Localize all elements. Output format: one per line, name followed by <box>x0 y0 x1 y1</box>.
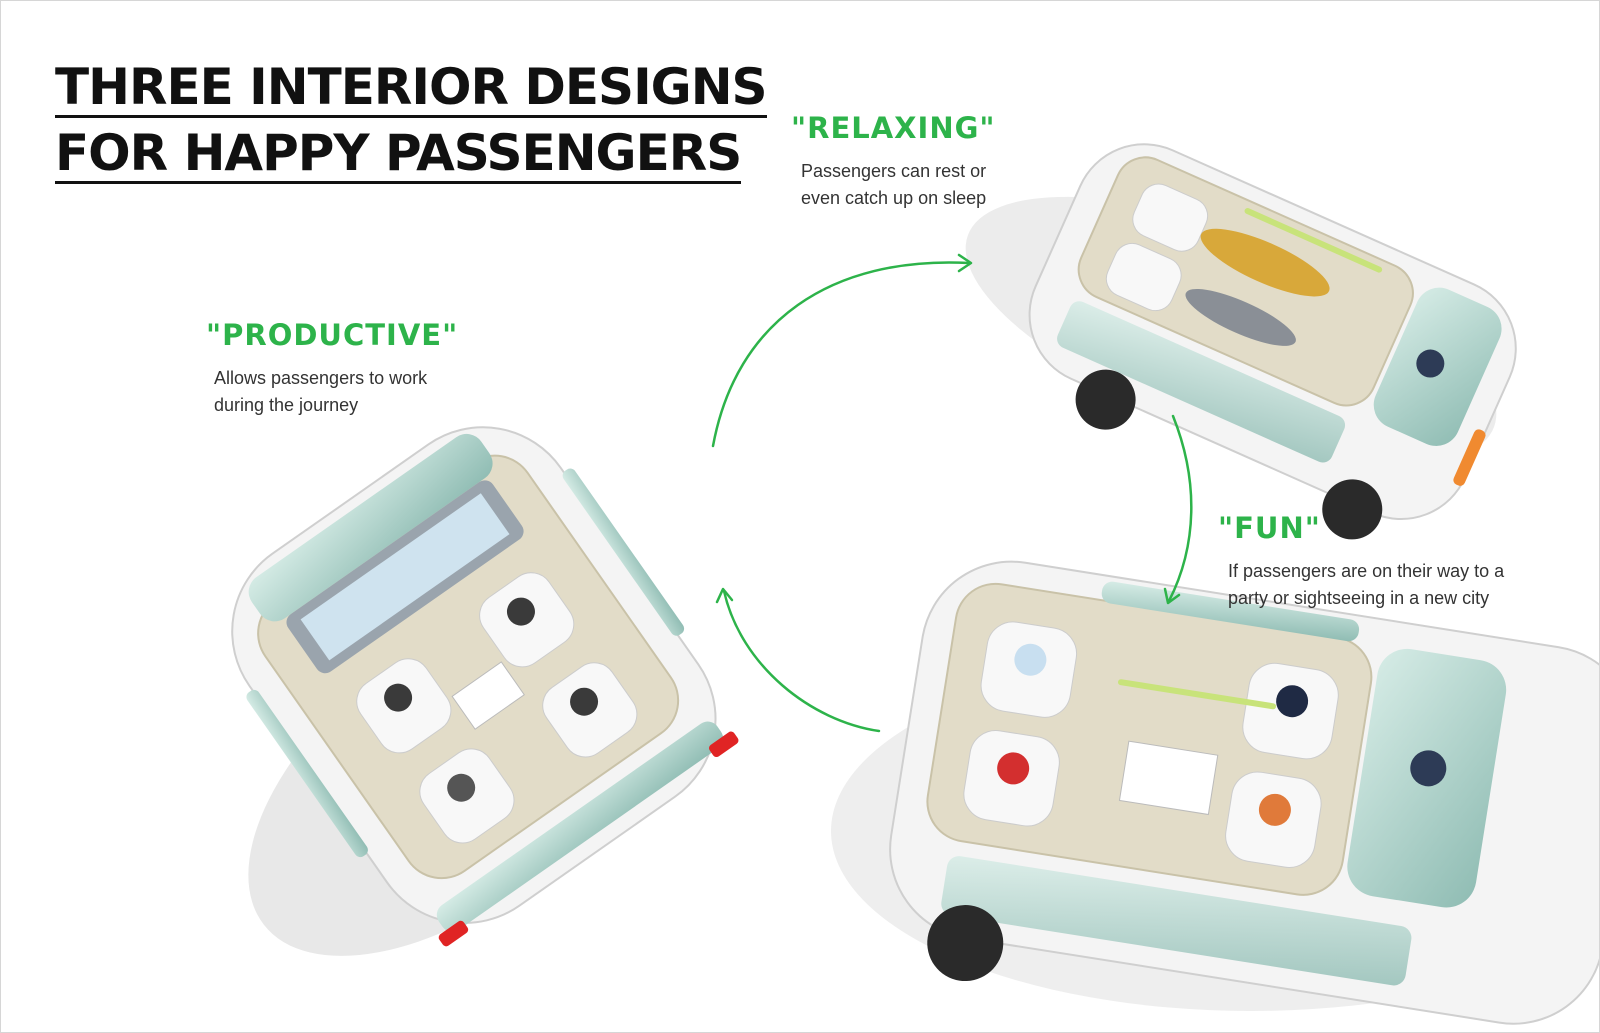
mode-heading-fun: "FUN" <box>1218 511 1321 545</box>
arrow-productive-to-relaxing <box>711 253 973 448</box>
arrow-fun-to-productive <box>715 587 881 733</box>
car-interior-productive <box>231 426 739 956</box>
mode-heading-relaxing: "RELAXING" <box>791 111 996 145</box>
car-interior-relaxing <box>965 143 1517 540</box>
title-line-1: THREE INTERIOR DESIGNS <box>55 58 768 118</box>
mode-heading-productive: "PRODUCTIVE" <box>206 318 459 352</box>
mode-description-productive: Allows passengers to work during the jou… <box>214 365 427 419</box>
title-line-2: FOR HAPPY PASSENGERS <box>55 124 742 184</box>
mode-description-fun: If passengers are on their way to a part… <box>1228 558 1504 612</box>
description-line: Passengers can rest or <box>801 161 987 181</box>
description-line: even catch up on sleep <box>801 188 987 208</box>
car-interior-fun <box>831 560 1599 1025</box>
description-line: party or sightseeing in a new city <box>1228 588 1490 608</box>
description-line: If passengers are on their way to a <box>1228 561 1505 581</box>
description-line: during the journey <box>214 395 359 415</box>
mode-description-relaxing: Passengers can rest or even catch up on … <box>801 158 986 212</box>
description-line: Allows passengers to work <box>214 368 428 388</box>
arrow-relaxing-to-fun <box>1163 414 1193 605</box>
